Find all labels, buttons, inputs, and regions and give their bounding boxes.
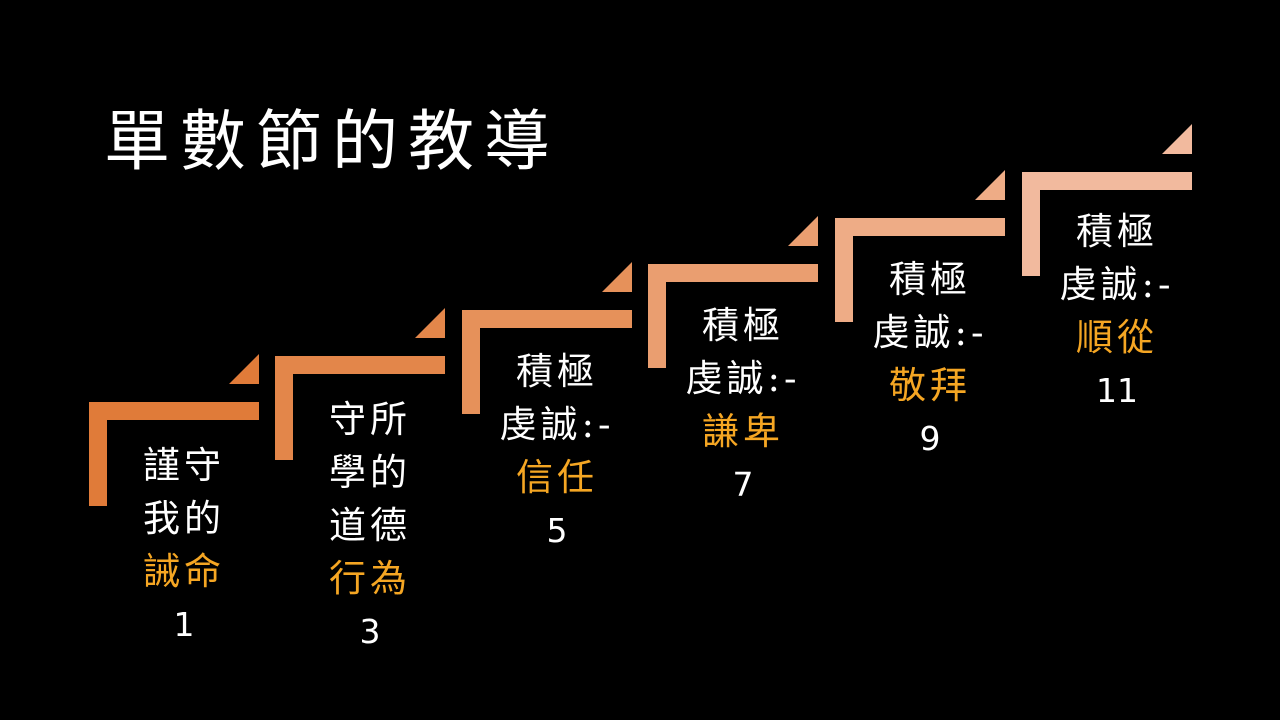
step-line: 虔誠:- (872, 311, 988, 354)
step-corner-triangle (415, 308, 445, 338)
step-text: 積極 虔誠:- 敬拜 9 (855, 253, 1005, 465)
step-highlight: 誡命 (143, 550, 225, 593)
step-highlight: 謙卑 (702, 410, 784, 453)
step-line: 積極 (1076, 210, 1158, 253)
step-highlight: 信任 (516, 456, 598, 499)
step-corner-triangle (229, 354, 259, 384)
step-text: 積極 虔誠:- 謙卑 7 (668, 299, 818, 511)
step-line: 積極 (702, 304, 784, 347)
step-bar-horizontal (1022, 172, 1192, 190)
step-highlight: 順從 (1076, 316, 1158, 359)
step-text: 謹守 我的 誡命 1 (109, 439, 259, 651)
step-corner-triangle (975, 170, 1005, 200)
step-bar-vertical (835, 218, 853, 322)
step-highlight: 行為 (329, 557, 411, 600)
step-line: 我的 (143, 497, 225, 540)
step-text: 積極 虔誠:- 信任 5 (482, 345, 632, 557)
step-corner-triangle (1162, 124, 1192, 154)
step-text: 守所 學的 道德 行為 3 (295, 393, 445, 658)
step-line: 積極 (889, 258, 971, 301)
step-bar-vertical (648, 264, 666, 368)
step-number: 11 (1096, 371, 1138, 410)
step-line: 道德 (329, 504, 411, 547)
step-line: 守所 (329, 398, 411, 441)
step-bar-horizontal (89, 402, 259, 420)
step-corner-triangle (602, 262, 632, 292)
step-corner-triangle (788, 216, 818, 246)
step-number: 1 (173, 605, 195, 644)
step-highlight: 敬拜 (889, 364, 971, 407)
step-line: 謹守 (143, 444, 225, 487)
step-bar-horizontal (835, 218, 1005, 236)
step-number: 7 (732, 465, 754, 504)
step-number: 5 (546, 511, 568, 550)
step-bar-horizontal (462, 310, 632, 328)
step-line: 學的 (329, 451, 411, 494)
step-bar-vertical (462, 310, 480, 414)
step-number: 9 (919, 419, 941, 458)
step-line: 虔誠:- (499, 403, 615, 446)
step-bar-horizontal (648, 264, 818, 282)
step-text: 積極 虔誠:- 順從 11 (1042, 205, 1192, 417)
step-number: 3 (359, 612, 381, 651)
step-line: 虔誠:- (1059, 263, 1175, 306)
step-line: 積極 (516, 350, 598, 393)
step-bar-vertical (1022, 172, 1040, 276)
step-bar-vertical (275, 356, 293, 460)
step-bar-vertical (89, 402, 107, 506)
slide-title: 單數節的教導 (104, 103, 560, 180)
step-bar-horizontal (275, 356, 445, 374)
step-line: 虔誠:- (685, 357, 801, 400)
